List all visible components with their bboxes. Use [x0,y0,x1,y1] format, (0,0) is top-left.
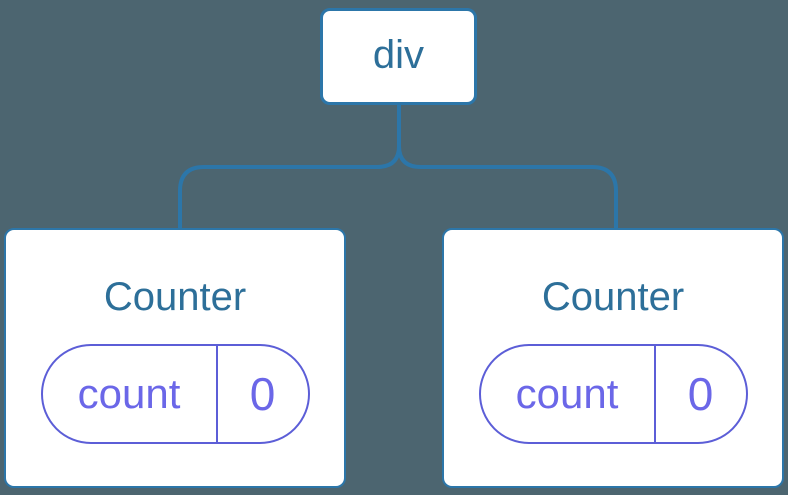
root-node-label: div [372,32,425,77]
state-pill: count 0 [478,344,748,444]
state-key: count [481,346,656,442]
state-pill: count 0 [40,344,310,444]
component-title: Counter [103,275,247,319]
connector-left-branch [178,102,401,232]
tree-root-node: div [320,8,477,105]
connector-right-branch [397,102,618,232]
component-card-counter-right: Counter count 0 [442,228,784,488]
state-value: 0 [687,368,714,420]
component-title: Counter [541,275,685,319]
state-key: count [43,346,218,442]
state-value: 0 [249,368,276,420]
component-card-counter-left: Counter count 0 [4,228,346,488]
